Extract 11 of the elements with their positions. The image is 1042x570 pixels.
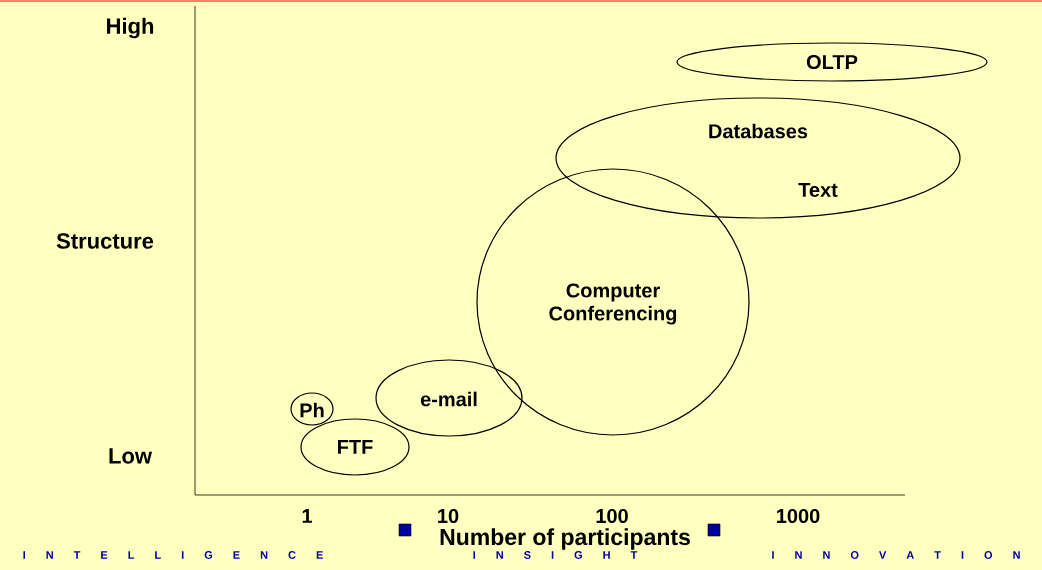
footer-word: I N S I G H T <box>473 551 638 559</box>
axis-title: Number of participants <box>440 528 690 550</box>
axis-label: Low <box>109 448 153 464</box>
axis-label: Structure <box>56 233 154 249</box>
axis-label: High <box>107 17 154 39</box>
tick-label: 1 <box>302 509 312 523</box>
tick-label: 10 <box>438 508 459 524</box>
tick-label: 1000 <box>777 508 820 524</box>
footer-word: I N N O V A T I O N <box>772 551 1020 559</box>
tick-label: 100 <box>596 508 628 524</box>
footer-word: I N T E L L I G E N C E <box>23 551 323 559</box>
